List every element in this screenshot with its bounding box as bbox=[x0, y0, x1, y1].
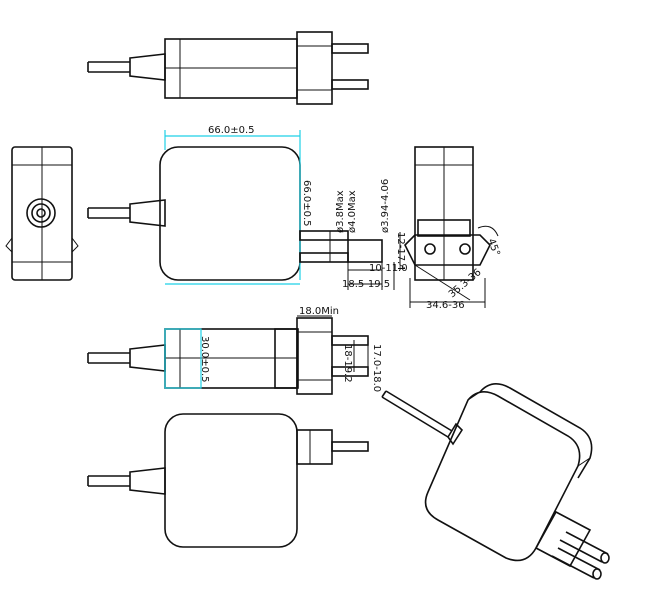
right-side-view: 12-17.4 45° 35.3-36 34.6-36 bbox=[395, 146, 502, 311]
pin-dia-394-label: ø3.94-4.06 bbox=[380, 179, 391, 233]
pin-spacing-18-label: 18-19.2 bbox=[342, 344, 353, 383]
width-dimension-label: 66.0±0.5 bbox=[208, 125, 255, 136]
left-end-view bbox=[5, 146, 79, 281]
pin-len-185-label: 18.5-19.5 bbox=[342, 279, 390, 290]
depth-18-label: 18.0Min bbox=[299, 306, 339, 317]
pin-spacing-17-label: 17.0-18.0 bbox=[371, 344, 382, 392]
isometric-view bbox=[381, 383, 610, 580]
pin-dia-40-label: ø4.0Max bbox=[347, 190, 358, 233]
angle-label: 45° bbox=[485, 237, 501, 257]
plug-height-label: 12-17.4 bbox=[395, 232, 406, 271]
pin-dia-38-label: ø3.8Max bbox=[335, 190, 346, 233]
top-side-view bbox=[87, 31, 369, 105]
pin-len-10-label: 10-11.0 bbox=[369, 263, 408, 274]
bottom-front-view bbox=[87, 413, 369, 548]
depth-30-label: 30.0±0.5 bbox=[199, 336, 210, 383]
plug-width-label: 34.6-36 bbox=[426, 300, 465, 311]
bottom-side-view: 18.0Min 30.0±0.5 18-19.2 17.0-18.0 bbox=[87, 306, 382, 395]
height-dimension-label: 66.0±0.5 bbox=[301, 180, 312, 227]
diag-label: 35.3-36 bbox=[447, 267, 484, 300]
middle-front-view: 66.0±0.5 66.0±0.5 ø3.8Max ø4.0Max ø3.94-… bbox=[87, 125, 408, 290]
